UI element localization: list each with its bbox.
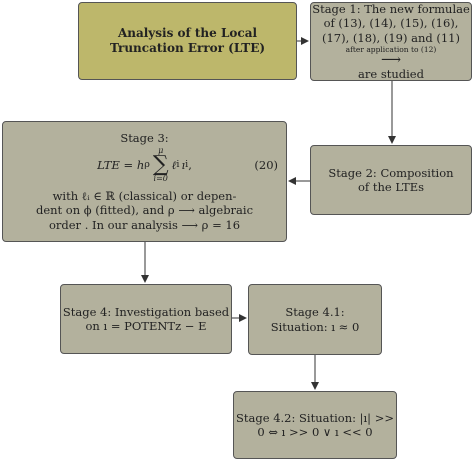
- stage2-node: Stage 2: Composition of the LTEs: [310, 145, 472, 215]
- stage4-node: Stage 4: Investigation based on ı = POTE…: [60, 284, 232, 354]
- stage1-arrow-label: after application to (12): [345, 44, 437, 54]
- stage1-line-last: are studied: [358, 66, 424, 81]
- analysis-line-2: Truncation Error (LTE): [109, 41, 266, 55]
- equation-term-sub: i: [176, 159, 180, 171]
- equation-var: ı: [181, 157, 186, 172]
- stage3-line-1: with ℓᵢ ∈ ℝ (classical) or depen-: [52, 189, 237, 204]
- summation-symbol: μ ∑ i=0: [152, 146, 169, 184]
- stage41-line-1: Stage 4.1:: [285, 305, 345, 320]
- sum-lower-limit: i=0: [153, 174, 168, 184]
- equation-lhs: LTE = h: [97, 157, 145, 172]
- analysis-line-1: Analysis of the Local: [117, 26, 258, 40]
- stage1-line-2: of (13), (14), (15), (16),: [323, 16, 459, 31]
- stage42-node: Stage 4.2: Situation: |ı| >> 0 ⇔ ı >> 0 …: [233, 391, 397, 459]
- stage4-line-1: Stage 4: Investigation based: [62, 304, 230, 319]
- stage2-line-2: of the LTEs: [358, 180, 424, 194]
- stage3-line-2: dent on ϕ (fitted), and ρ ⟶ algebraic: [35, 203, 254, 218]
- equation-punct: ,: [188, 157, 192, 172]
- stage42-line-2: 0 ⇔ ı >> 0 ∨ ı << 0: [257, 425, 373, 439]
- analysis-node: Analysis of the Local Truncation Error (…: [78, 2, 297, 80]
- equation-term: ℓ: [171, 157, 177, 172]
- stage1-arrow-icon: ⟶: [380, 52, 402, 69]
- stage3-line-3: order . In our analysis ⟶ ρ = 16: [48, 217, 241, 232]
- stage41-line-2: Situation: ı ≈ 0: [270, 319, 360, 334]
- stage4-line-2: on ı = POTENTz − E: [85, 319, 207, 333]
- stage3-title: Stage 3:: [120, 130, 169, 145]
- equation-var-sup: i: [185, 159, 189, 171]
- stage42-line-1: Stage 4.2: Situation: |ı| >>: [236, 410, 394, 425]
- equation-number: (20): [254, 157, 278, 172]
- stage41-node: Stage 4.1: Situation: ı ≈ 0: [248, 284, 382, 355]
- stage1-line-3: (17), (18), (19) and (11): [322, 30, 460, 45]
- stage2-line-1: Stage 2: Composition: [328, 165, 454, 180]
- equation-exponent: ρ: [144, 159, 150, 171]
- stage1-line-1: Stage 1: The new formulae: [312, 1, 470, 16]
- sum-upper-limit: μ: [158, 146, 164, 156]
- stage1-node: Stage 1: The new formulae of (13), (14),…: [310, 2, 472, 81]
